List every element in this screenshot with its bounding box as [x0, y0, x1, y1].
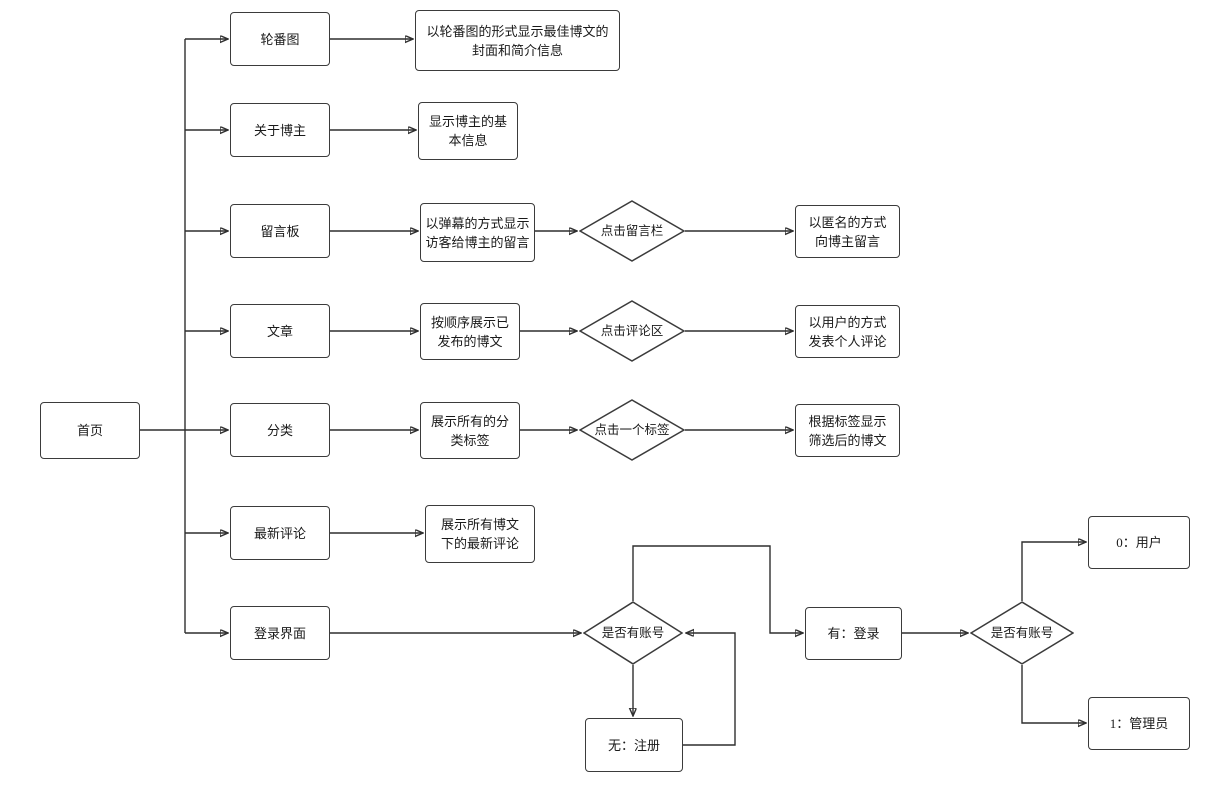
decision-has-account-1-label: 是否有账号 — [601, 626, 665, 640]
node-articles-desc: 按顺序展示已 发布的博文 — [420, 303, 520, 360]
diamond-shape — [579, 399, 685, 461]
decision-click-message-bar: 点击留言栏 — [579, 200, 685, 262]
node-message-board-desc: 以弹幕的方式显示 访客给博主的留言 — [420, 203, 535, 262]
node-about-desc: 显示博主的基 本信息 — [418, 102, 518, 160]
decision-has-account-2: 是否有账号 — [970, 601, 1074, 665]
node-role-user: 0：用户 — [1088, 516, 1190, 569]
node-categories: 分类 — [230, 403, 330, 457]
decision-click-tag-label: 点击一个标签 — [594, 423, 670, 437]
node-home: 首页 — [40, 402, 140, 459]
node-filtered-posts: 根据标签显示 筛选后的博文 — [795, 404, 900, 457]
node-login-page: 登录界面 — [230, 606, 330, 660]
diamond-shape — [970, 601, 1074, 665]
node-login: 有：登录 — [805, 607, 902, 660]
decision-click-comment-area-label: 点击评论区 — [600, 324, 664, 338]
node-register: 无：注册 — [585, 718, 683, 772]
decision-click-tag: 点击一个标签 — [579, 399, 685, 461]
node-user-comment: 以用户的方式 发表个人评论 — [795, 305, 900, 358]
decision-has-account-1: 是否有账号 — [583, 601, 683, 665]
node-categories-desc: 展示所有的分 类标签 — [420, 402, 520, 459]
diamond-shape — [583, 601, 683, 665]
decision-click-comment-area: 点击评论区 — [579, 300, 685, 362]
node-carousel: 轮番图 — [230, 12, 330, 66]
diamond-shape — [579, 300, 685, 362]
node-anonymous-message: 以匿名的方式 向博主留言 — [795, 205, 900, 258]
node-articles: 文章 — [230, 304, 330, 358]
node-latest-comments-desc: 展示所有博文 下的最新评论 — [425, 505, 535, 563]
node-role-admin: 1：管理员 — [1088, 697, 1190, 750]
node-latest-comments: 最新评论 — [230, 506, 330, 560]
decision-has-account-2-label: 是否有账号 — [990, 626, 1054, 640]
diamond-shape — [579, 200, 685, 262]
node-about-blogger: 关于博主 — [230, 103, 330, 157]
decision-click-message-bar-label: 点击留言栏 — [600, 224, 664, 238]
node-message-board: 留言板 — [230, 204, 330, 258]
node-carousel-desc: 以轮番图的形式显示最佳博文的 封面和简介信息 — [415, 10, 620, 71]
